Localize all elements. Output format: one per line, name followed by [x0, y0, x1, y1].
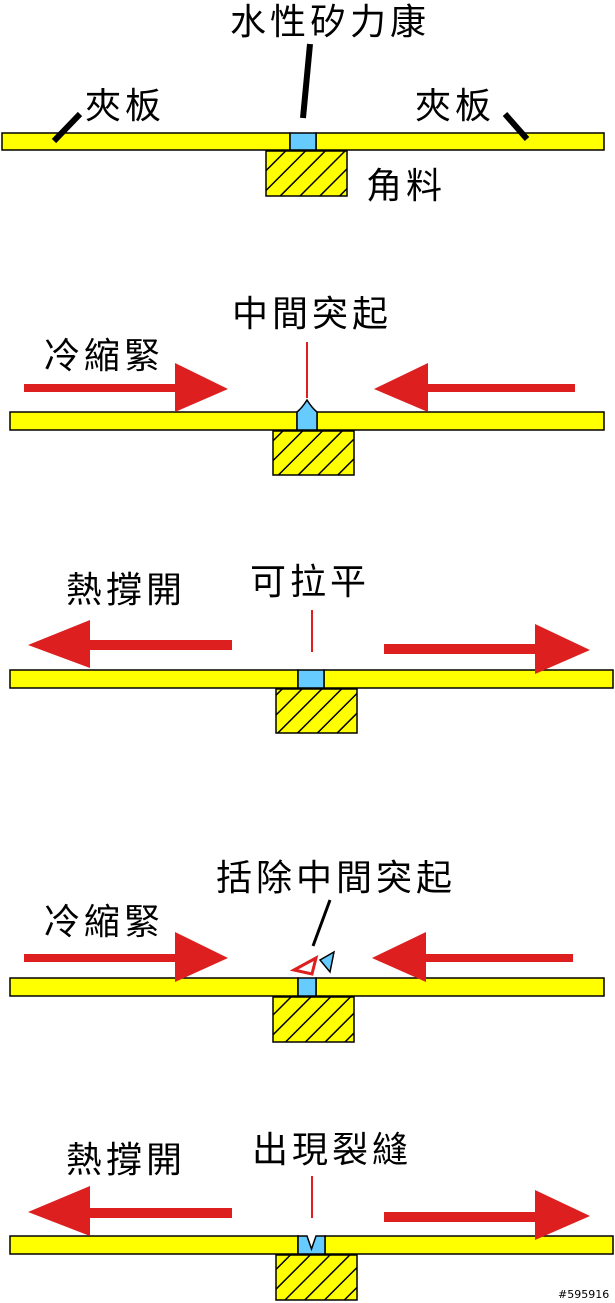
- flat-sealant-joint: [297, 669, 325, 689]
- contraction-label: 冷縮緊: [44, 336, 164, 377]
- arrow-inward-left: [24, 932, 228, 982]
- arrow-outward-right: [384, 624, 590, 674]
- leader-line-left-plate: [51, 111, 83, 144]
- plate-left: [9, 411, 298, 431]
- plate-left: [9, 669, 299, 689]
- arrow-inward-right: [372, 932, 573, 982]
- wood-batten-block: [275, 688, 358, 734]
- wood-batten-block: [265, 150, 348, 197]
- watermark: #595916: [558, 1288, 609, 1301]
- block-label: 角料: [366, 166, 446, 207]
- panel-1: 水性矽力康 夾板 夾板 角料: [1, 2, 605, 207]
- plate-left: [9, 977, 299, 997]
- leader-line-right-plate: [502, 112, 530, 141]
- trimmed-sealant-joint: [297, 977, 317, 997]
- panel-5: 熱撐開 出現裂縫: [9, 1130, 614, 1301]
- bulging-sealant-joint: [296, 398, 318, 431]
- arrow-outward-left: [28, 1186, 232, 1236]
- sealant-joint: [289, 132, 317, 151]
- arrow-inward-left: [24, 363, 228, 412]
- plywood-plate-right: [315, 132, 605, 151]
- wood-batten-block: [275, 1254, 358, 1301]
- panel-2: 冷縮緊 中間突起: [9, 294, 605, 476]
- panel-3: 熱撐開 可拉平: [9, 562, 614, 734]
- arrow-outward-right: [384, 1190, 590, 1240]
- left-plate-label: 夾板: [85, 86, 165, 127]
- arrow-outward-left: [28, 620, 232, 668]
- plate-left: [9, 1235, 299, 1255]
- cracked-sealant-joint: [297, 1235, 326, 1255]
- plywood-plate-left: [1, 132, 291, 151]
- plate-right: [315, 977, 605, 997]
- remove-bulge-label: 括除中間突起: [216, 858, 456, 899]
- crack-label: 出現裂縫: [252, 1130, 412, 1171]
- leader-line-sealant: [300, 43, 313, 119]
- right-plate-label: 夾板: [415, 86, 495, 127]
- wood-batten-block: [272, 430, 355, 476]
- sealant-label: 水性矽力康: [230, 2, 430, 43]
- contraction-label: 冷縮緊: [44, 902, 164, 943]
- scraper-blade-icon: [318, 950, 336, 974]
- plate-right: [324, 1235, 614, 1255]
- flatten-label: 可拉平: [250, 562, 370, 603]
- panel-4: 冷縮緊 括除中間突起: [9, 858, 605, 1043]
- expansion-label: 熱撐開: [66, 570, 186, 611]
- scraped-sealant-piece: [289, 955, 319, 976]
- plate-right: [323, 669, 614, 689]
- wood-batten-block: [272, 996, 355, 1043]
- bulge-label: 中間突起: [232, 294, 392, 335]
- plate-right: [316, 411, 605, 431]
- leader-line-trim: [311, 899, 332, 947]
- expansion-label: 熱撐開: [66, 1140, 186, 1181]
- arrow-inward-right: [374, 363, 575, 412]
